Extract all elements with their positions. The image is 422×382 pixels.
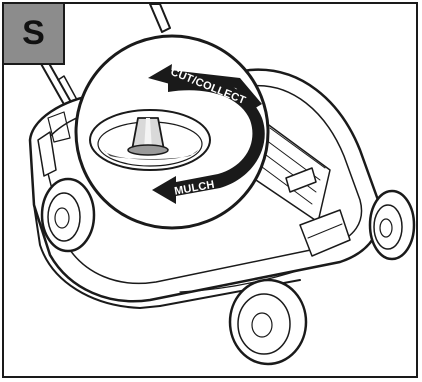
step-letter: S [22,14,45,52]
front-left-wheel [228,278,308,366]
front-right-wheel [368,189,416,261]
rotation-arrow [148,64,265,204]
rear-left-wheel [40,177,96,253]
step-badge: S [4,4,65,65]
